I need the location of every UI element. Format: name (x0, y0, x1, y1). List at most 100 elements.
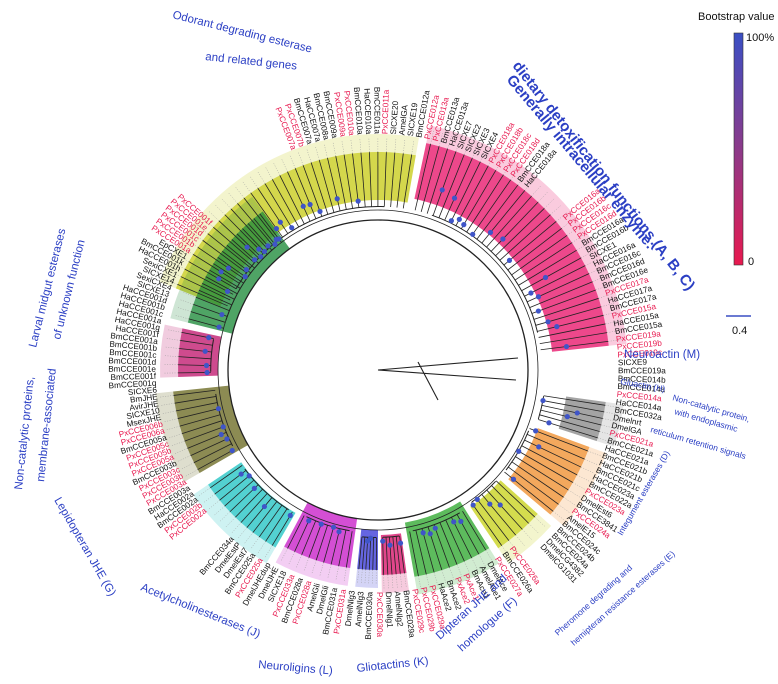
leaf-branch (392, 536, 397, 575)
clade-sector-integument-d (508, 428, 590, 515)
bootstrap-node (206, 335, 212, 341)
leaf-branch (438, 154, 465, 218)
leaf-branch (515, 456, 569, 491)
bootstrap-node (574, 410, 580, 416)
clade-sector-e (470, 480, 538, 549)
leaf-branch (279, 175, 305, 225)
leaf-branch (323, 526, 334, 563)
leaf-branch (368, 537, 372, 570)
bootstrap-node (306, 518, 312, 524)
leaf-branch (265, 508, 288, 542)
leaf-branch (470, 502, 503, 546)
bootstrap-node (470, 231, 476, 237)
bootstrap-node (564, 414, 570, 420)
leaf-label: BmCCE030a (364, 591, 375, 640)
leaf-branch (197, 448, 235, 470)
subtree-arc (412, 512, 461, 532)
bootstrap-node (224, 436, 230, 442)
leaf-branch (294, 518, 311, 552)
leaf-branch (201, 283, 235, 300)
bootstrap-node (215, 406, 222, 412)
bootstrap-node (251, 485, 257, 491)
leaf-branch (218, 220, 260, 259)
bootstrap-node (336, 529, 342, 535)
leaf-branch (236, 233, 264, 260)
leaf-branch (173, 389, 216, 396)
bootstrap-node (258, 254, 264, 260)
leaf-branch (184, 268, 234, 295)
leaf-branch (180, 276, 231, 301)
leaf-branch (287, 515, 305, 549)
leaf-label: PxCCE030a (375, 592, 384, 638)
bootstrap-node (218, 269, 224, 275)
subtree-arc (471, 480, 497, 503)
bootstrap-node (220, 424, 226, 430)
leaf-branch (308, 523, 322, 558)
bootstrap-node (224, 288, 231, 295)
leaf-branch (192, 254, 240, 284)
subtree-arc (225, 246, 276, 321)
leaf-branch (533, 297, 599, 320)
leaf-branch (395, 536, 401, 574)
bootstrap-node (387, 542, 393, 548)
leaf-branch (540, 409, 602, 426)
subtree-arc (210, 339, 215, 372)
bootstrap-node (300, 203, 306, 209)
leaf-branch (527, 433, 585, 460)
leaf-branch (439, 522, 458, 565)
leaf-branch (421, 528, 435, 573)
bootstrap-node (536, 444, 542, 450)
leaf-branch (193, 443, 232, 464)
group-label-odor2: and related genes (205, 51, 298, 73)
leaf-branch (511, 461, 564, 498)
bootstrap-node (542, 274, 549, 281)
bootstrap-node (242, 274, 248, 280)
leaf-branch (539, 414, 600, 432)
subtree-arc (537, 396, 545, 420)
inner-ring (217, 209, 539, 531)
group-label-neuroactin: Neuroactin (M) (624, 349, 700, 361)
leaf-branch (252, 501, 278, 533)
clade-fan-odorant (159, 133, 419, 289)
leaf-branch (318, 159, 335, 213)
subtree-arc (306, 516, 350, 532)
bootstrap-node (470, 502, 476, 508)
leaf-branch (230, 208, 269, 250)
leaf-branch (511, 235, 568, 276)
clade-fan-e (498, 513, 552, 564)
bootstrap-node (540, 397, 546, 404)
leaf-branch (358, 536, 363, 570)
bootstrap-node (533, 428, 539, 434)
leaf-branch (444, 157, 473, 221)
leaf-label: BmCCE011a (372, 87, 381, 135)
leaf-branch (390, 152, 396, 208)
clade-sector-gliotactins-k (357, 529, 378, 570)
bootstrap-node (420, 530, 426, 536)
leaf-branch (345, 531, 353, 568)
bootstrap-node (261, 503, 268, 510)
bootstrap-node (397, 540, 404, 546)
leaf-branch (409, 531, 419, 577)
leaf-branch (219, 475, 251, 501)
leaf-branch (481, 494, 517, 536)
bootstrap-node (261, 248, 268, 255)
leaf-branch (213, 226, 255, 264)
leaf-branch (184, 426, 225, 442)
leaf-branch (499, 214, 551, 261)
leaf-branch (518, 450, 574, 483)
backbone-ring (227, 219, 529, 521)
leaf-branch (217, 256, 248, 279)
leaf-branch (508, 466, 559, 505)
leaf-branch (476, 498, 510, 541)
leaf-branch (264, 183, 294, 231)
leaf-branch (176, 402, 218, 412)
bootstrap-node (451, 195, 458, 201)
bootstrap-node (219, 311, 225, 318)
subtree-arc (215, 393, 234, 447)
bootstrap-node (218, 431, 224, 438)
leaf-branch (224, 479, 255, 507)
leaf-branch (237, 203, 273, 246)
leaf-branch (210, 465, 243, 489)
leaf-label: PxCCE011a (380, 89, 390, 134)
leaf-branch (476, 184, 519, 240)
